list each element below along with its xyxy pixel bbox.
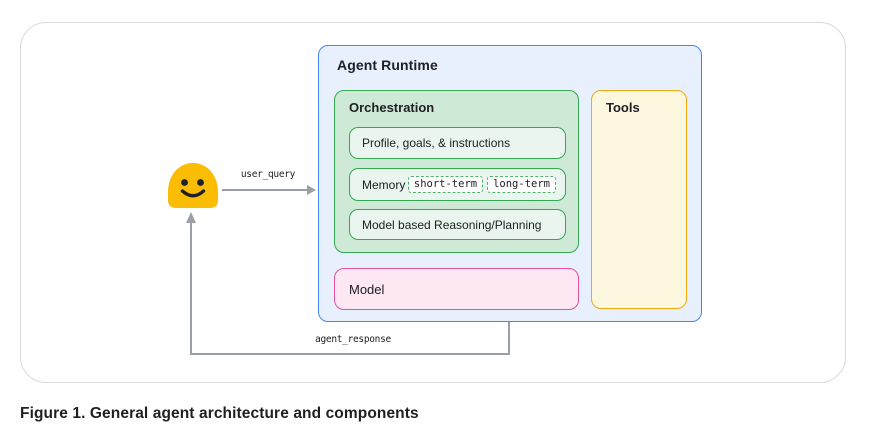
model-box: Model — [334, 268, 579, 310]
profile-goals-instructions-label: Profile, goals, & instructions — [362, 136, 511, 150]
agent-runtime-title: Agent Runtime — [337, 57, 438, 73]
memory-label: Memory — [362, 177, 406, 192]
emoji-eye-right — [197, 179, 204, 186]
model-based-reasoning-planning-label: Model based Reasoning/Planning — [362, 217, 542, 232]
agent-runtime-box: Agent Runtime Orchestration Profile, goa… — [318, 45, 702, 322]
model-label: Model — [349, 281, 385, 297]
emoji-face — [168, 163, 218, 208]
agent-response-label: agent_response — [315, 334, 391, 345]
figure-caption: Figure 1. General agent architecture and… — [20, 405, 419, 422]
user-smiley-emoji — [168, 163, 218, 208]
orchestration-title: Orchestration — [349, 100, 435, 115]
model-based-reasoning-planning-box: Model based Reasoning/Planning — [349, 209, 566, 240]
emoji-eye-left — [181, 179, 188, 186]
tools-label: Tools — [606, 100, 640, 115]
tools-box: Tools — [591, 90, 687, 309]
orchestration-box: Orchestration Profile, goals, & instruct… — [334, 90, 579, 253]
emoji-smile — [180, 189, 206, 198]
memory-box: Memory short-term long-term — [349, 168, 566, 201]
long-term-memory-chip: long-term — [487, 176, 556, 193]
profile-goals-instructions-box: Profile, goals, & instructions — [349, 127, 566, 159]
memory-chip-group: short-term long-term — [407, 176, 556, 193]
short-term-memory-chip: short-term — [407, 176, 484, 193]
user-query-label: user_query — [240, 169, 296, 180]
